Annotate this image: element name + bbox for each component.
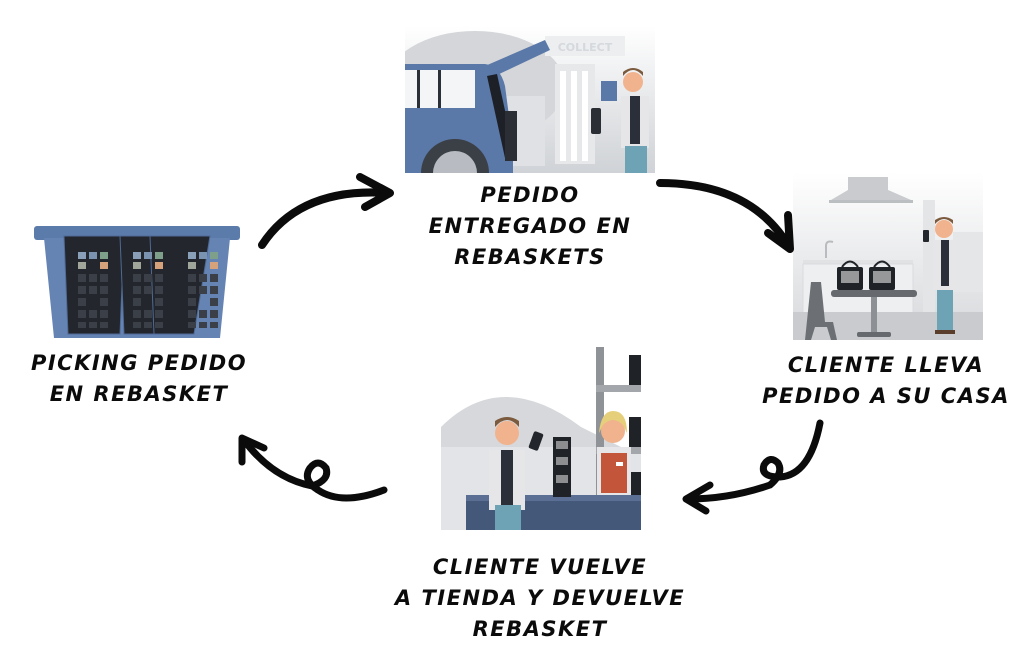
step-label-line: REBASKET — [472, 617, 608, 641]
step-label-delivered: PEDIDO ENTREGADO EN REBASKETS — [400, 180, 660, 273]
step-label-line: CLIENTE LLEVA — [787, 353, 985, 377]
collect-sign-text: COLLECT — [558, 41, 613, 54]
step-label-home: CLIENTE LLEVA PEDIDO A SU CASA — [752, 350, 1020, 412]
step-label-line: PICKING PEDIDO — [30, 351, 248, 375]
rebasket-crate-illustration — [34, 222, 240, 340]
step-label-line: REBASKETS — [454, 245, 606, 269]
looped-arrow-icon — [682, 419, 824, 515]
kitchen-illustration — [793, 172, 983, 340]
step-label-line: PEDIDO A SU CASA — [762, 384, 1010, 408]
step-label-picking: PICKING PEDIDO EN REBASKET — [14, 348, 264, 410]
step-label-line: CLIENTE VUELVE — [432, 555, 648, 579]
curved-arrow-icon — [656, 179, 794, 253]
step-label-line: A TIENDA Y DEVUELVE — [394, 586, 686, 610]
step-label-line: PEDIDO — [480, 183, 580, 207]
step-label-line: EN REBASKET — [49, 382, 229, 406]
step-label-return: CLIENTE VUELVE A TIENDA Y DEVUELVE REBAS… — [372, 552, 708, 645]
curved-arrow-icon — [258, 173, 394, 249]
store-return-illustration — [441, 347, 641, 530]
step-label-line: ENTREGADO EN — [428, 214, 632, 238]
looped-arrow-icon — [238, 434, 388, 502]
car-trunk-illustration: COLLECT — [405, 26, 655, 173]
